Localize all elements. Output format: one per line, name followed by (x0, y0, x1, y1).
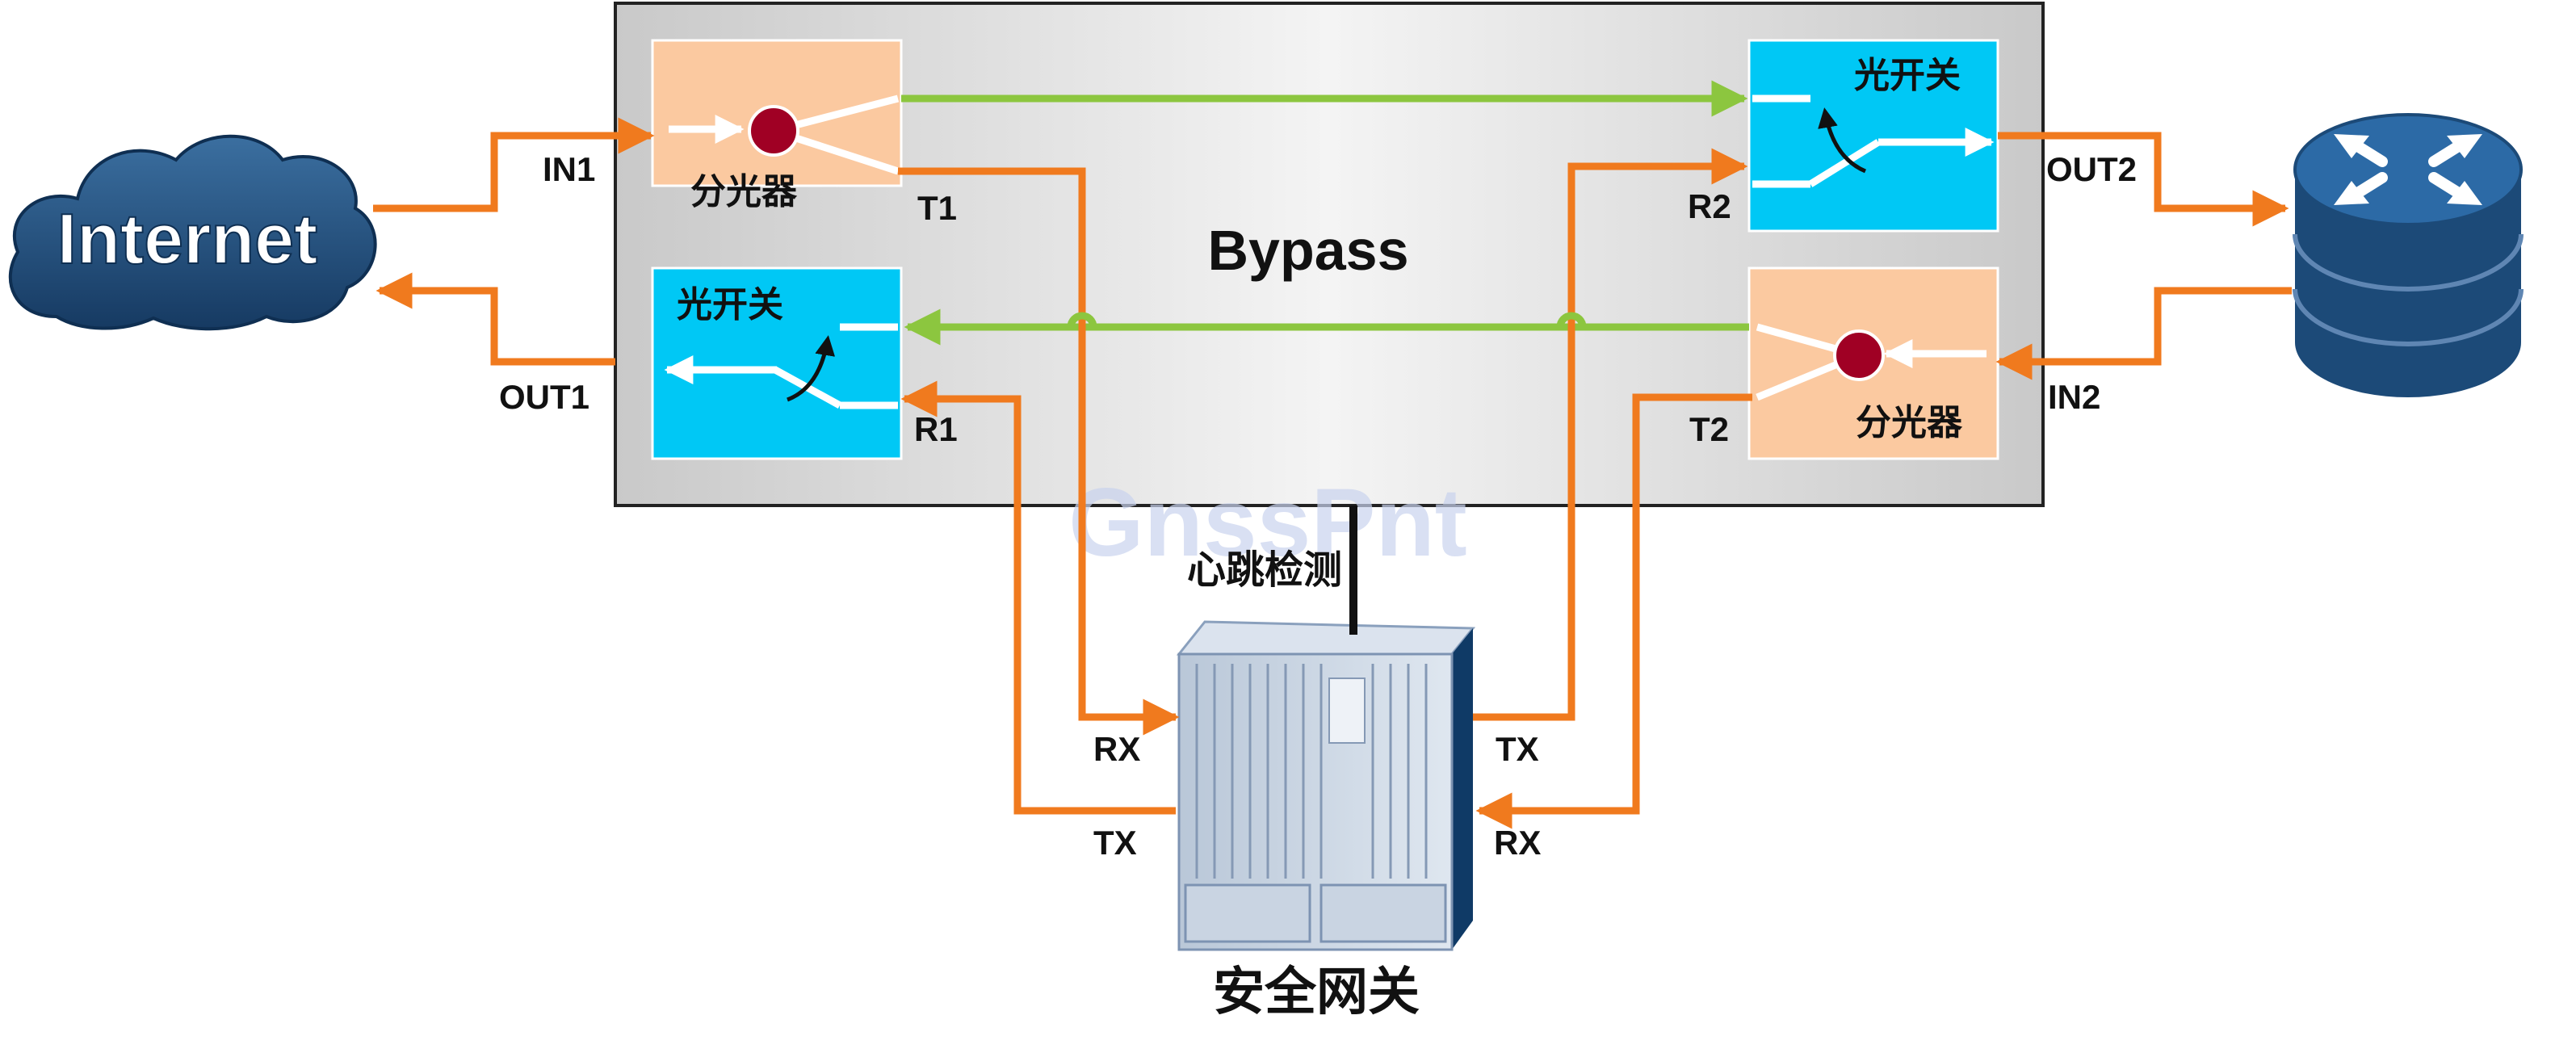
splitter-left-label: 分光器 (690, 172, 798, 212)
gateway-tx-right-label: TX (1496, 730, 1539, 768)
gateway-label: 安全网关 (1213, 963, 1420, 1021)
watermark: GnssPnt (1068, 468, 1466, 577)
port-out2-label: OUT2 (2046, 150, 2137, 188)
switch-right-box (1747, 39, 1999, 233)
port-in1-label: IN1 (543, 150, 595, 188)
port-r2-label: R2 (1688, 187, 1731, 225)
splitter-dot-icon (748, 105, 799, 157)
bypass-title: Bypass (1207, 219, 1408, 282)
internet-label: Internet (57, 199, 318, 279)
gateway-rx-label: RX (1093, 730, 1140, 768)
path-t1-to-rx (898, 167, 1180, 736)
port-t1-label: T1 (917, 189, 957, 227)
crossover-bump (1556, 312, 1587, 328)
path-in2 (1995, 287, 2292, 380)
crossover-bump (1067, 312, 1097, 328)
heartbeat-label: 心跳检测 (1187, 549, 1342, 592)
splitter-right-label: 分光器 (1856, 403, 1963, 443)
switch-right-toggle-arrow (1818, 107, 1867, 174)
switch-left-box (651, 266, 903, 460)
gateway-tx-left-label: TX (1093, 824, 1137, 862)
splitter-dot-icon (1833, 329, 1885, 381)
path-in1 (373, 117, 655, 212)
port-t2-label: T2 (1689, 410, 1729, 448)
switch-left-label: 光开关 (677, 285, 783, 325)
switch-right-label: 光开关 (1854, 56, 1961, 95)
switch-right-blade (1808, 139, 1881, 187)
path-out1 (375, 272, 615, 366)
router-icon (2293, 113, 2524, 397)
path-t2-to-rx (1475, 393, 1752, 829)
port-out1-label: OUT1 (499, 378, 589, 416)
port-r1-label: R1 (914, 410, 958, 448)
path-tx-to-r2 (1473, 148, 1748, 721)
server-rack-icon (1176, 620, 1476, 951)
path-out2 (1998, 132, 2289, 227)
port-in2-label: IN2 (2048, 378, 2100, 416)
cloud-icon (8, 134, 377, 331)
gateway-rx-right-label: RX (1494, 824, 1541, 862)
switch-left-toggle-arrow (787, 335, 836, 402)
path-tx-to-r1 (900, 380, 1176, 815)
